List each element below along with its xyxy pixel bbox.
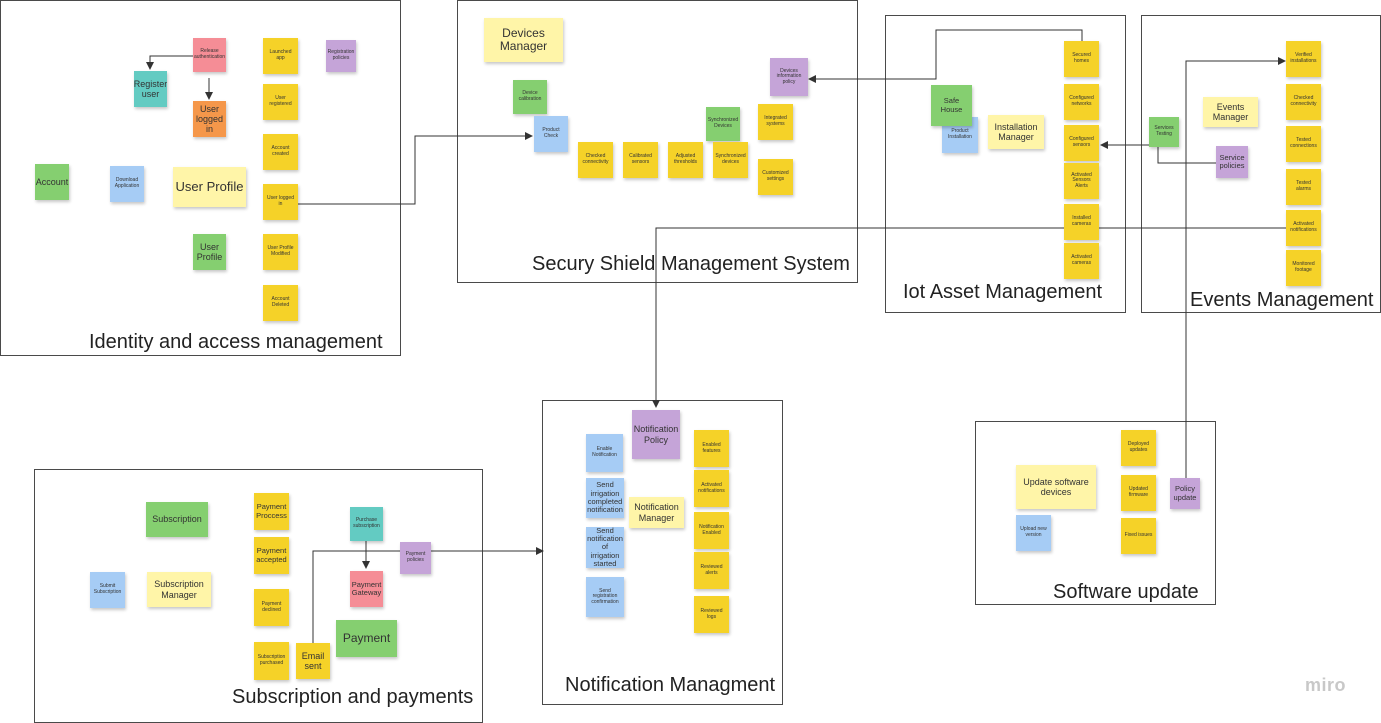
sticky-checked-connectivity-ss[interactable]: Checked connectivity [578, 142, 613, 178]
sticky-send-irrigation-started[interactable]: Send notification of irrigation started [586, 527, 624, 568]
sticky-updated-firmware[interactable]: Updated firmware [1121, 475, 1156, 511]
sticky-safe-house[interactable]: Safe House [931, 85, 972, 126]
sticky-calibrated-sensors[interactable]: Calibrated sensors [623, 142, 658, 178]
sticky-send-registration-confirmation[interactable]: Send registration confirmation [586, 577, 624, 617]
sticky-devices-manager[interactable]: Devices Manager [484, 18, 563, 62]
sticky-launched-app[interactable]: Launched app [263, 38, 298, 74]
sticky-payment-accepted[interactable]: Payment accepted [254, 537, 289, 574]
sticky-checked-connectivity-ev[interactable]: Checked connectivity [1286, 84, 1321, 120]
sticky-purchase-subscription[interactable]: Purchase subscription [350, 507, 383, 541]
sticky-payment-declined[interactable]: Payment declined [254, 589, 289, 626]
sticky-reviewed-alerts[interactable]: Reviewed alerts [694, 552, 729, 589]
sticky-registration-policies[interactable]: Registration policies [326, 40, 356, 72]
sticky-integrated-systems[interactable]: Integrated systems [758, 104, 793, 140]
sticky-payment-policies[interactable]: Payment policies [400, 542, 431, 574]
sticky-monitored-footage[interactable]: Monitored footage [1286, 250, 1321, 286]
sticky-configured-networks[interactable]: Configured networks [1064, 84, 1099, 120]
sticky-enabled-features[interactable]: Enabled features [694, 430, 729, 467]
sticky-user-registered[interactable]: User registered [263, 84, 298, 120]
sticky-account-created[interactable]: Account created [263, 134, 298, 170]
sticky-user-profile-modified[interactable]: User Profile Modified [263, 234, 298, 270]
miro-logo: miro [1305, 675, 1347, 695]
sticky-service-policies[interactable]: Service policies [1216, 146, 1248, 178]
sticky-device-calibration[interactable]: Device calibration [513, 80, 547, 114]
sticky-customized-settings[interactable]: Customized settings [758, 159, 793, 195]
sticky-activated-notifications-ev[interactable]: Activated notifications [1286, 210, 1321, 246]
sticky-devices-information-policy[interactable]: Devices information policy [770, 58, 808, 96]
frame-title-events: Events Management [1190, 289, 1374, 311]
sticky-policy-update[interactable]: Policy update [1170, 478, 1200, 509]
sticky-subscription-purchased[interactable]: Subscription purchased [254, 642, 289, 680]
sticky-synchronized-devices[interactable]: Synchronized devices [713, 142, 748, 178]
frame-title-subscription: Subscription and payments [232, 686, 474, 708]
sticky-user-logged-in-orange[interactable]: User logged in [193, 101, 226, 137]
sticky-synchronized-devices-green[interactable]: Synchronized Devices [706, 107, 740, 141]
sticky-reviewed-logs[interactable]: Reviewed logs [694, 596, 729, 633]
sticky-verified-installations[interactable]: Verified installations [1286, 41, 1321, 77]
frame-title-identity: Identity and access management [89, 331, 383, 353]
sticky-activated-sensors-alerts[interactable]: Activated Sensors Alerts [1064, 163, 1099, 199]
sticky-events-manager[interactable]: Events Manager [1203, 97, 1258, 127]
sticky-account[interactable]: Account [35, 164, 69, 200]
sticky-activated-notifications-nm[interactable]: Activated notifications [694, 470, 729, 507]
sticky-subscription[interactable]: Subscription [146, 502, 208, 537]
frame-events[interactable] [1141, 15, 1381, 313]
sticky-fixed-issues[interactable]: Fixed issues [1121, 518, 1156, 554]
frame-title-notification: Notification Managment [565, 674, 776, 696]
sticky-enable-notification[interactable]: Enable Notification [586, 434, 623, 472]
sticky-subscription-manager[interactable]: Subscription Manager [147, 572, 211, 607]
sticky-deployed-updates[interactable]: Deployed updates [1121, 430, 1156, 466]
sticky-product-check[interactable]: Product Check [534, 116, 568, 152]
sticky-installation-manager[interactable]: Installation Manager [988, 115, 1044, 149]
frame-title-iot: Iot Asset Management [903, 281, 1103, 303]
sticky-tested-alarms[interactable]: Tested alarms [1286, 169, 1321, 205]
frame-title-software: Software update [1053, 581, 1199, 603]
sticky-user-logged-in-yellow[interactable]: User logged in [263, 184, 298, 220]
sticky-notification-policy[interactable]: Notification Policy [632, 410, 680, 459]
sticky-upload-new-version[interactable]: Upload new version [1016, 515, 1051, 551]
sticky-register-user[interactable]: Register user [134, 71, 167, 107]
sticky-account-deleted[interactable]: Account Deleted [263, 285, 298, 321]
sticky-notification-manager[interactable]: Notification Manager [629, 497, 684, 528]
sticky-payment-process[interactable]: Payment Proccess [254, 493, 289, 530]
frame-title-secury: Secury Shield Management System [532, 253, 850, 275]
sticky-configured-sensors[interactable]: Configured sensors [1064, 125, 1099, 161]
sticky-payment[interactable]: Payment [336, 620, 397, 657]
sticky-installed-cameras[interactable]: Installed cameras [1064, 204, 1099, 240]
sticky-services-testing[interactable]: Services Testing [1149, 117, 1179, 147]
frame-software-update[interactable] [975, 421, 1216, 605]
sticky-submit-subscription[interactable]: Submit Subscription [90, 572, 125, 608]
sticky-tested-connections[interactable]: Tested connections [1286, 126, 1321, 162]
sticky-secured-homes[interactable]: Secured homes [1064, 41, 1099, 77]
sticky-update-software-devices[interactable]: Update software devices [1016, 465, 1096, 509]
sticky-adjusted-thresholds[interactable]: Adjusted thresholds [668, 142, 703, 178]
sticky-download-application[interactable]: Download Application [110, 166, 144, 202]
sticky-release-authentication[interactable]: Release authentication [193, 38, 226, 72]
sticky-email-sent[interactable]: Email sent [296, 643, 330, 679]
sticky-payment-gateway[interactable]: Payment Gateway [350, 571, 383, 607]
sticky-activated-cameras[interactable]: Activated cameras [1064, 243, 1099, 279]
sticky-send-irrigation-completed[interactable]: Send irrigation completed notification [586, 478, 624, 518]
sticky-user-profile-green[interactable]: User Profile [193, 234, 226, 270]
sticky-notification-enabled[interactable]: Notification Enabled [694, 512, 729, 549]
sticky-user-profile-big[interactable]: User Profile [173, 167, 246, 207]
